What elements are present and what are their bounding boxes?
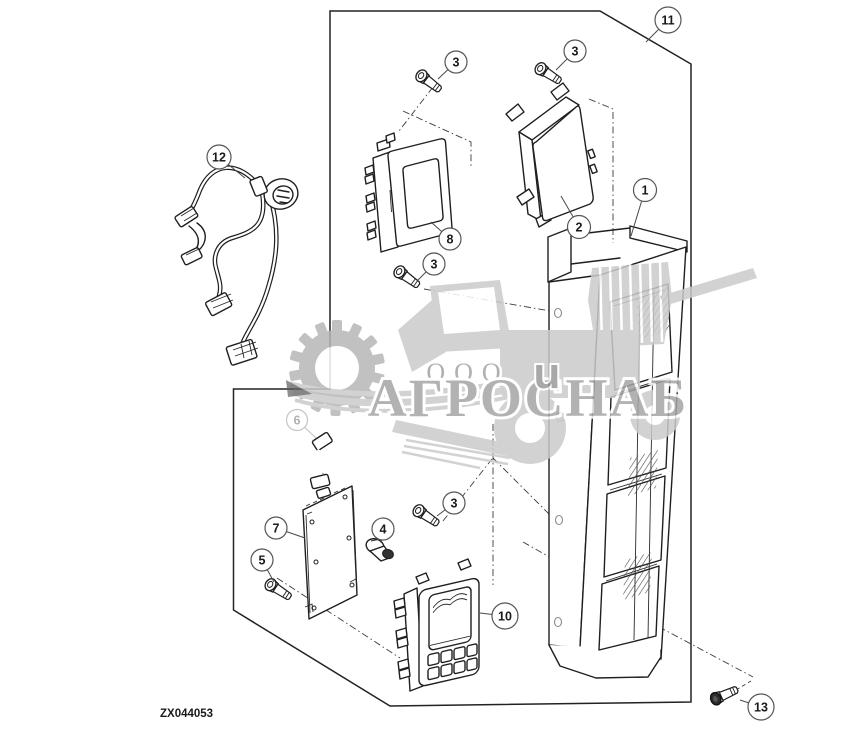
watermark-company-text: АГРОСНАБ	[368, 368, 688, 428]
watermark-tractor-icon	[392, 261, 757, 470]
callout-3[interactable]: 3	[437, 50, 468, 80]
module-2-drawing	[505, 82, 598, 228]
callout-6[interactable]: 6	[285, 408, 318, 440]
strap-drawing	[309, 431, 333, 499]
callout-10[interactable]: 10	[479, 602, 519, 630]
watermark-ooo-text: ООО	[426, 358, 509, 387]
svg-text:3: 3	[431, 257, 438, 271]
assembly-boundary-box	[232, 10, 692, 707]
svg-text:7: 7	[273, 521, 280, 535]
callout-1[interactable]: 1	[630, 177, 658, 237]
svg-text:1: 1	[642, 183, 649, 197]
screw-3b-drawing	[532, 59, 565, 88]
callout-4[interactable]: 4	[371, 517, 395, 544]
screw-13-drawing	[707, 682, 741, 708]
screw-3a-drawing	[412, 67, 445, 96]
watermark-letter: u	[534, 349, 561, 398]
svg-text:3: 3	[451, 496, 458, 510]
callout-11[interactable]: 11	[645, 6, 682, 43]
svg-text:13: 13	[754, 700, 768, 714]
callout-3[interactable]: 3	[436, 491, 466, 517]
svg-text:4: 4	[380, 522, 387, 536]
sensor-plug-drawing	[365, 538, 394, 562]
callout-8[interactable]: 8	[430, 221, 462, 251]
watermark: ООО АГРОСНАБ u	[286, 261, 757, 470]
callout-3[interactable]: 3	[416, 252, 446, 282]
callout-13[interactable]: 13	[739, 693, 775, 721]
svg-text:11: 11	[661, 13, 674, 27]
svg-text:6: 6	[294, 413, 301, 427]
svg-text:10: 10	[498, 609, 512, 623]
svg-text:5: 5	[259, 553, 266, 567]
callout-2[interactable]: 2	[560, 195, 592, 240]
svg-text:8: 8	[447, 232, 454, 246]
screw-3c-drawing	[391, 263, 423, 292]
callout-3[interactable]: 3	[555, 39, 587, 71]
screw-5-drawing	[262, 575, 295, 604]
display-module-drawing	[393, 558, 480, 692]
circuit-board-drawing	[302, 485, 358, 620]
alignment-lines	[276, 84, 754, 691]
module-8-drawing	[364, 132, 453, 253]
image-label: ZX044053	[160, 708, 213, 720]
svg-text:3: 3	[453, 55, 460, 69]
svg-text:3: 3	[572, 44, 579, 58]
frame-drawing	[547, 225, 688, 679]
callout-12[interactable]: 12	[206, 144, 246, 179]
svg-text:2: 2	[576, 220, 583, 234]
watermark-springs-icon	[286, 369, 558, 413]
callout-5[interactable]: 5	[250, 548, 275, 583]
callout-7[interactable]: 7	[264, 516, 306, 540]
svg-text:12: 12	[212, 150, 226, 164]
wiring-harness-drawing	[174, 165, 299, 366]
